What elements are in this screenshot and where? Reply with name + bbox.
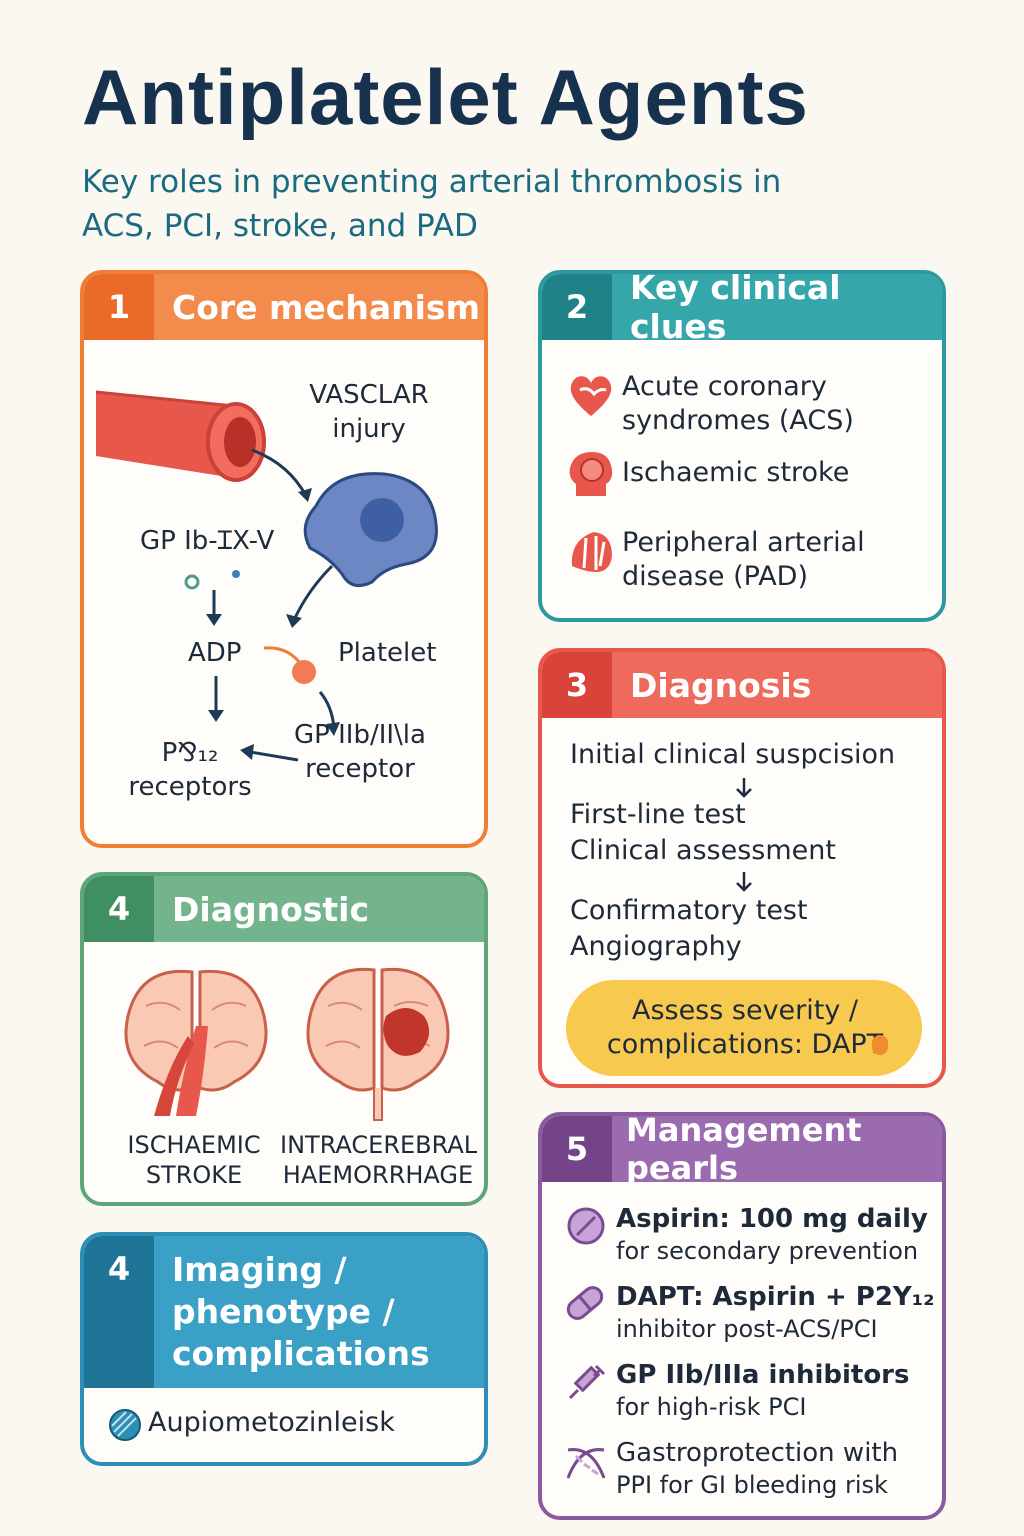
pearl-title: Gastroprotection with: [616, 1438, 899, 1468]
pearl-item-aspirin: Aspirin: 100 mg daily for secondary prev…: [562, 1202, 936, 1266]
clue-item-label: Acute coronary syndromes (ACS): [622, 371, 854, 436]
severity-pill-label: Assess severity / complications: DAPT: [606, 995, 884, 1060]
p2y12-receptor-label: P⅋₁₂ receptors: [128, 738, 252, 802]
pearl-detail: for high-risk PCI: [616, 1393, 807, 1421]
card-number: 4: [84, 1236, 154, 1388]
card-header: 5 Management pearls: [542, 1116, 942, 1187]
pearl-detail: PPI for GI bleeding risk: [616, 1471, 888, 1499]
brain-head-icon: [562, 452, 622, 512]
card-core-mechanism: 1 Core mechanism VASCLAR injury GP Ib-ꞮX…: [80, 270, 488, 848]
page-title: Antiplatelet Agents: [82, 53, 809, 141]
brain-diagrams: [124, 967, 450, 1121]
pearl-item-dapt: DAPT: Aspirin + P2Y₁₂ inhibitor post-ACS…: [562, 1280, 936, 1344]
capsule-icon: [562, 1280, 616, 1336]
card-title: Imaging / phenotype / complications: [154, 1236, 484, 1388]
card-title: Key clinical clues: [612, 274, 942, 346]
card-number: 5: [542, 1116, 612, 1182]
card-number: 1: [84, 274, 154, 340]
activation-dot: [292, 660, 316, 684]
pearl-text: Aspirin: 100 mg daily for secondary prev…: [616, 1202, 936, 1266]
card-number: 3: [542, 652, 612, 718]
card-title: Core mechanism: [154, 274, 484, 340]
card-imaging-phenotype: 4 Imaging / phenotype / complications Au…: [80, 1232, 488, 1466]
card-header: 3 Diagnosis: [542, 652, 942, 718]
ischaemic-brain-icon: [124, 969, 268, 1116]
clue-item-label: Ischaemic stroke: [622, 457, 850, 488]
diagnosis-step-angiography: Angiography: [570, 931, 742, 962]
striped-disc-icon: [104, 1406, 148, 1446]
intracerebral-haemorrhage-label: INTRACEREBRAL HAEMORRHAGE: [280, 1131, 478, 1189]
card-key-clinical-clues: 2 Key clinical clues Acute coronary synd…: [538, 270, 946, 622]
clue-item-label: Peripheral arterial disease (PAD): [622, 527, 865, 592]
pearl-item-gp-inhibitors: GP IIb/IIIa inhibitors for high-risk PCI: [562, 1358, 936, 1422]
card-header: 1 Core mechanism: [84, 274, 484, 340]
pearl-title: GP IIb/IIIa inhibitors: [616, 1360, 910, 1390]
blood-vessel-icon: [95, 390, 266, 482]
diagnosis-step-suspicion: Initial clinical suspcision: [570, 739, 896, 770]
pearl-text: GP IIb/IIIa inhibitors for high-risk PCI: [616, 1358, 936, 1422]
adp-label: ADP: [188, 638, 242, 668]
syringe-icon: [562, 1358, 616, 1414]
page-subtitle: Key roles in preventing arterial thrombo…: [82, 164, 782, 244]
card-diagnosis: 3 Diagnosis Initial clinical suspcision …: [538, 648, 946, 1088]
severity-pill: Assess severity / complications: DAPT: [566, 980, 922, 1076]
pearl-text: DAPT: Aspirin + P2Y₁₂ inhibitor post-ACS…: [616, 1280, 936, 1344]
imaging-item: Aupiometozinleisk: [104, 1406, 395, 1446]
pearl-title: DAPT: Aspirin + P2Y₁₂: [616, 1282, 935, 1312]
imaging-item-label: Aupiometozinleisk: [148, 1407, 395, 1438]
card-diagnostic: 4 Diagnostic ISCHAEMIC STROKE INTRACEREB…: [80, 872, 488, 1206]
granule-dot-blue: [232, 570, 240, 578]
diagnosis-step-assessment: Clinical assessment: [570, 835, 836, 866]
card-title: Management pearls: [612, 1116, 942, 1187]
heart-icon: [562, 370, 622, 426]
pearl-item-gastroprotection: Gastroprotection with PPI for GI bleedin…: [562, 1436, 936, 1500]
card-header: 2 Key clinical clues: [542, 274, 942, 346]
card-title: Diagnosis: [612, 652, 942, 718]
card-title: Diagnostic: [154, 876, 484, 942]
arrow-down-icon: [736, 778, 752, 798]
pearl-title: Aspirin: 100 mg daily: [616, 1204, 928, 1234]
vascular-injury-label: VASCLAR injury: [309, 380, 429, 444]
pearl-text: Gastroprotection with PPI for GI bleedin…: [616, 1436, 936, 1500]
diagnosis-step-first-line: First-line test: [570, 799, 746, 830]
clue-item-stroke: Ischaemic stroke: [562, 452, 882, 512]
pearl-detail: for secondary prevention: [616, 1237, 919, 1265]
gp-ib-label: GP Ib-ꞮX-V: [140, 526, 275, 556]
dna-icon: [562, 1436, 616, 1492]
card-management-pearls: 5 Management pearls Aspirin: 100 mg dail…: [538, 1112, 946, 1520]
gp-iib-iiia-receptor-label: GP IIb/II\la receptor: [294, 720, 426, 784]
platelet-label: Platelet: [338, 638, 437, 668]
alert-dot-icon: [872, 1035, 888, 1055]
pearl-detail: inhibitor post-ACS/PCI: [616, 1315, 878, 1343]
card-header: 4 Imaging / phenotype / complications: [84, 1236, 484, 1388]
ischaemic-stroke-label: ISCHAEMIC STROKE: [127, 1131, 261, 1189]
mechanism-diagram: [95, 390, 438, 762]
card-header: 4 Diagnostic: [84, 876, 484, 942]
clue-item-acs: Acute coronary syndromes (ACS): [562, 370, 872, 438]
card-number: 4: [84, 876, 154, 942]
leg-artery-icon: [562, 526, 622, 582]
clue-item-pad: Peripheral arterial disease (PAD): [562, 526, 882, 594]
pill-tablet-icon: [562, 1202, 616, 1258]
granule-dot-green: [184, 574, 200, 590]
haemorrhage-brain-icon: [306, 967, 450, 1121]
card-number: 2: [542, 274, 612, 340]
diagnosis-step-confirmatory: Confirmatory test: [570, 895, 808, 926]
arrow-down-icon: [736, 872, 752, 892]
platelet-icon: [303, 472, 438, 588]
